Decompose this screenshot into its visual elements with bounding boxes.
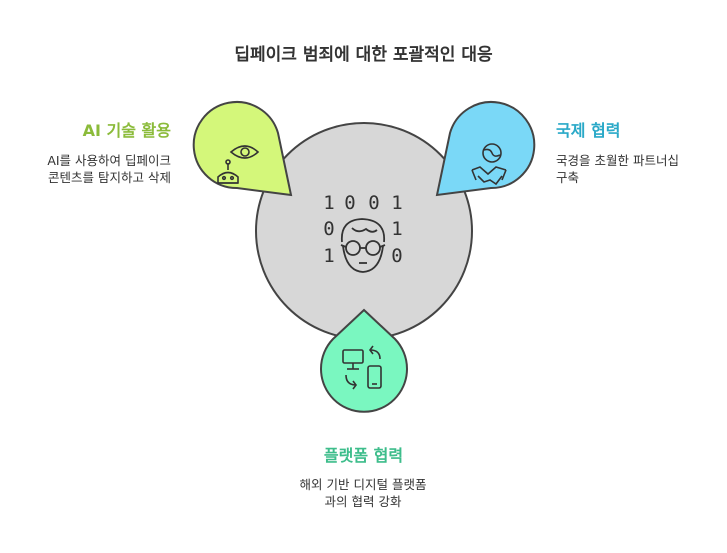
binary-digit: 0	[344, 192, 355, 214]
monitor-icon	[342, 349, 364, 370]
sync-arrows-icon	[345, 345, 381, 390]
binary-digit: 1	[323, 245, 334, 267]
ai-tech-drop[interactable]	[192, 101, 293, 197]
handshake-icon	[471, 166, 507, 186]
platform-coop-heading: 플랫폼 협력	[323, 446, 404, 465]
intl-coop-description: 국경을 초월한 파트너십 구축	[556, 152, 716, 186]
eye-icon	[229, 145, 260, 159]
binary-digits: 1 0 0 1 0 1 1 0	[323, 192, 402, 267]
ai-tech-description: AI를 사용하여 딥페이크 콘텐츠를 탐지하고 삭제	[0, 152, 171, 186]
binary-digit: 1	[323, 192, 334, 214]
platform-coop-description-line: 해외 기반 디지털 플랫폼	[299, 477, 427, 492]
intl-coop-heading: 국제 협력	[556, 121, 621, 140]
intl-coop-drop[interactable]	[435, 101, 536, 197]
platform-coop-description-line: 과의 협력 강화	[324, 494, 402, 509]
platform-coop-drop[interactable]	[320, 308, 408, 413]
page-title: 딥페이크 범죄에 대한 포괄적인 대응	[234, 45, 493, 65]
binary-digit: 0	[391, 245, 402, 267]
intl-coop-description-line: 구축	[556, 170, 580, 185]
phone-icon	[367, 365, 382, 389]
platform-coop-drop-shape	[320, 308, 408, 413]
globe-icon	[482, 143, 502, 163]
face-glasses-icon	[340, 218, 386, 273]
binary-digit: 1	[391, 218, 402, 240]
ai-tech-description-line: AI를 사용하여 딥페이크	[47, 153, 171, 168]
binary-digit: 1	[391, 192, 402, 214]
ai-tech-description-line: 콘텐츠를 탐지하고 삭제	[48, 170, 171, 185]
binary-digit: 0	[368, 192, 379, 214]
platform-coop-description: 해외 기반 디지털 플랫폼 과의 협력 강화	[263, 476, 463, 510]
intl-coop-description-line: 국경을 초월한 파트너십	[556, 153, 679, 168]
ai-tech-heading: AI 기술 활용	[82, 121, 171, 140]
intl-coop-drop-shape	[435, 101, 536, 197]
robot-icon	[217, 159, 239, 184]
binary-digit: 0	[323, 218, 334, 240]
